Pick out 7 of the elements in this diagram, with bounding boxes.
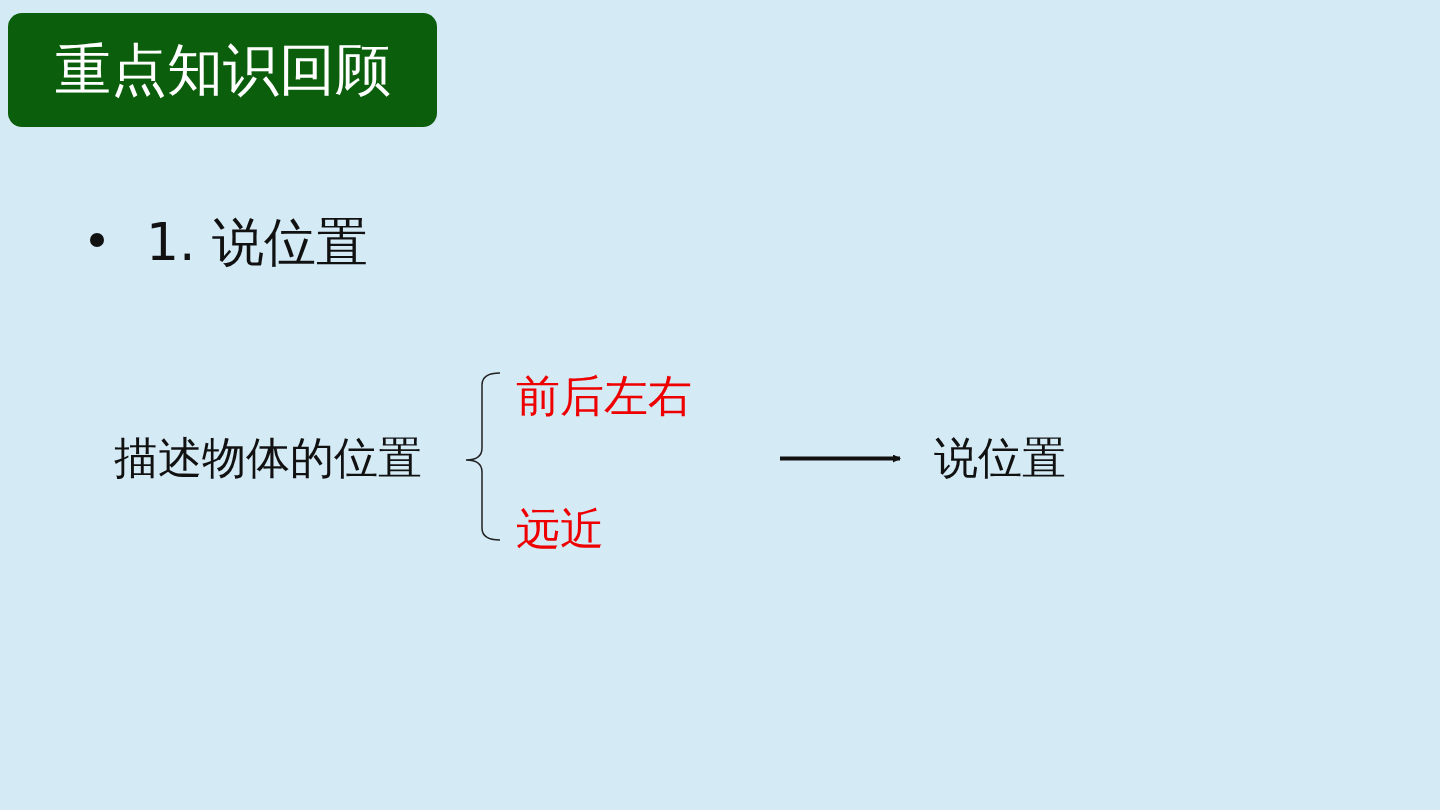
node-text: 说位置 (934, 432, 1066, 485)
node-text: 前后左右 (516, 370, 692, 423)
title-banner: 重点知识回顾 (8, 13, 437, 127)
arrow (780, 454, 901, 463)
node-text: 描述物体的位置 (114, 432, 422, 485)
bullet-heading: 1. 说位置 (146, 211, 369, 274)
node-text: 远近 (516, 503, 604, 556)
